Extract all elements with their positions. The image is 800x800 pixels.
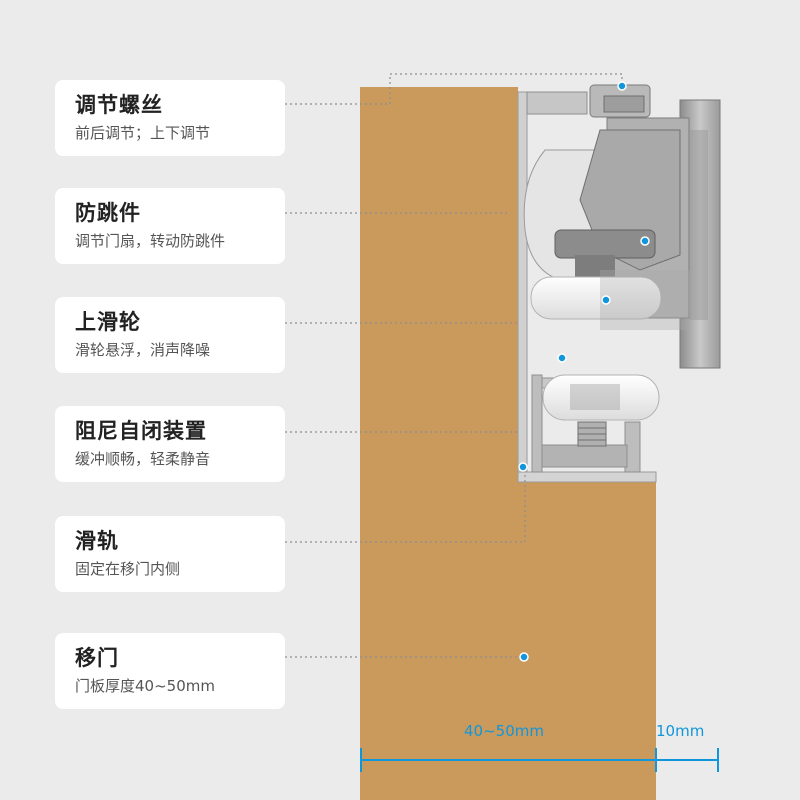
callout-subtitle: 调节门扇，转动防跳件 bbox=[75, 232, 226, 250]
callout-subtitle: 门板厚度40~50mm bbox=[75, 677, 215, 695]
marker-damper bbox=[557, 353, 567, 363]
callout-title: 移门 bbox=[75, 646, 119, 670]
leader-lines bbox=[285, 73, 623, 658]
callout-subtitle: 前后调节；上下调节 bbox=[75, 124, 211, 142]
upper-roller bbox=[530, 270, 690, 330]
callout-subtitle: 缓冲顺畅，轻柔静音 bbox=[75, 450, 211, 468]
anti-jump-part bbox=[523, 129, 681, 281]
callout-subtitle: 滑轮悬浮，消声降噪 bbox=[75, 341, 211, 359]
damper-roller bbox=[542, 374, 660, 421]
dimension-door-label: 40~50mm bbox=[464, 722, 544, 740]
dimension-rail-label: 10mm bbox=[656, 722, 705, 740]
callout-anti-jump: 防跳件 调节门扇，转动防跳件 bbox=[55, 188, 285, 264]
adjusting-screw bbox=[589, 84, 651, 118]
callout-title: 调节螺丝 bbox=[75, 93, 163, 117]
callout-rail: 滑轨 固定在移门内侧 bbox=[55, 516, 285, 592]
callout-adjusting-screw: 调节螺丝 前后调节；上下调节 bbox=[55, 80, 285, 156]
leader-line-screw bbox=[285, 73, 623, 105]
callout-title: 阻尼自闭装置 bbox=[75, 419, 207, 443]
dimension-lines bbox=[360, 748, 719, 772]
marker-roller bbox=[601, 295, 611, 305]
damper-spring bbox=[577, 421, 607, 447]
callout-title: 滑轨 bbox=[75, 529, 119, 553]
callout-damper: 阻尼自闭装置 缓冲顺畅，轻柔静音 bbox=[55, 406, 285, 482]
marker-anti-jump bbox=[640, 236, 650, 246]
marker-rail bbox=[518, 462, 528, 472]
markers bbox=[518, 81, 650, 662]
marker-screw bbox=[617, 81, 627, 91]
callout-upper-roller: 上滑轮 滑轮悬浮，消声降噪 bbox=[55, 297, 285, 373]
callout-title: 防跳件 bbox=[75, 201, 141, 225]
leader-line-rail bbox=[285, 468, 526, 543]
callout-title: 上滑轮 bbox=[75, 310, 141, 334]
door-panel-lower bbox=[518, 480, 656, 800]
door-panel bbox=[360, 87, 518, 800]
callout-door: 移门 门板厚度40~50mm bbox=[55, 633, 285, 709]
callout-subtitle: 固定在移门内侧 bbox=[75, 560, 181, 578]
rail-profile bbox=[517, 91, 657, 483]
marker-door bbox=[519, 652, 529, 662]
